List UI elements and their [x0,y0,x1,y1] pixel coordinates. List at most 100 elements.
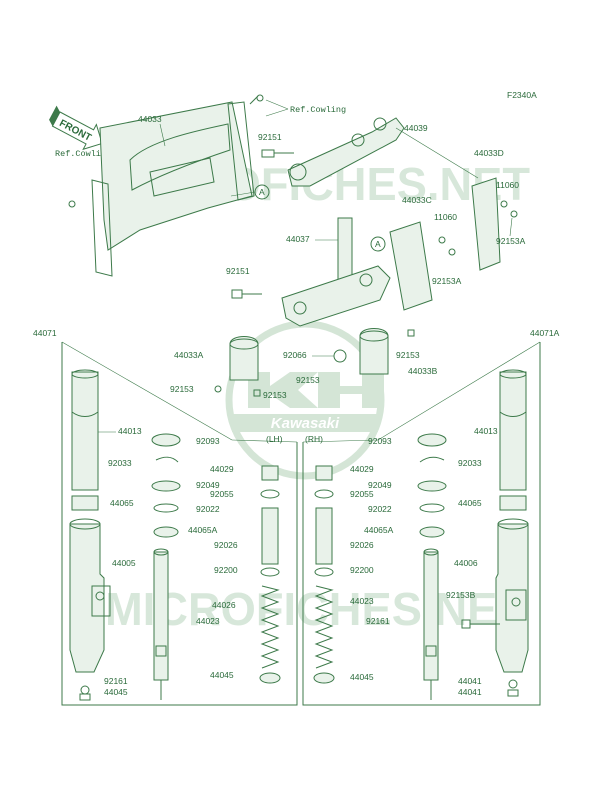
label-44033a: 44033A [174,350,204,360]
left-washer-92022 [153,503,179,513]
right-fork-outer-tube [495,518,529,673]
left-bushing-44065 [71,495,99,511]
label-44005: 44005 [112,558,136,568]
label-92153-mid: 92153 [263,390,287,400]
right-washer-92049 [417,480,447,492]
label-44026-left: 44026 [212,600,236,610]
left-spring-44026 [260,585,280,669]
label-44029-right: 44029 [350,464,374,474]
label-44041-right: 44041 [458,687,482,697]
callout-a-left: A [259,187,265,197]
label-92153b: 92153B [446,590,476,600]
left-fork-outer-tube [69,518,111,673]
label-44033d: 44033D [474,148,504,158]
left-bushing-44065a [153,526,179,538]
watermark-bottom: MICROFICHES.NET [105,583,525,635]
label-92033-left: 92033 [108,458,132,468]
left-spacer-92026 [261,507,279,565]
callout-a-right: A [375,239,381,249]
right-fork-inner-tube [499,369,527,491]
label-92153-left: 92153 [170,384,194,394]
label-44006: 44006 [454,558,478,568]
right-washer-92022 [419,503,445,513]
right-bushing-44065 [499,495,527,511]
label-44041-left: 44045 [104,687,128,697]
label-44065a-left: 44065A [188,525,218,535]
label-92022-left: 92022 [196,504,220,514]
label-44037: 44037 [286,234,310,244]
label-44023-right: 92161 [366,616,390,626]
label-44029-left: 44029 [210,464,234,474]
diagram-code: F2340A [507,90,537,100]
center-cowling-44033c [389,221,433,311]
ref-cowling-left-label: Ref.Cowling [55,149,111,159]
label-44013-left: 44013 [118,426,142,436]
label-92151-lower: 92151 [226,266,250,276]
ref-cowling-top-label: Ref.Cowling [290,105,346,115]
label-11060-upper: 11060 [496,180,519,190]
right-clip-92033 [419,456,445,463]
label-92153a-upper: 92153A [496,236,526,246]
fork-cover-44033a [229,336,259,381]
label-11060-lower: 11060 [434,212,457,222]
label-44065-left: 44065 [110,498,134,508]
label-92093-right: 92093 [368,436,392,446]
right-collar-92161 [313,672,335,684]
right-cap-44029 [315,465,333,481]
label-92049-right: 92049 [368,480,392,490]
label-92153a-lower: 92153A [432,276,462,286]
left-seal-92093 [151,433,181,447]
label-44045-right: 44041 [458,676,482,686]
label-44033b: 44033B [408,366,438,376]
right-cowling-44033d [471,177,501,271]
frame-left-assembly [61,342,298,706]
label-92200-right: 92200 [350,565,374,575]
label-92066: 92066 [283,350,307,360]
left-damper-rod-44023 [153,548,169,700]
label-92022-right: 92022 [368,504,392,514]
label-44065a-right: 44065A [364,525,394,535]
panel-rh-label: (RH) [305,434,323,444]
label-92161-left: 44045 [210,670,234,680]
right-spring-44026 [314,585,334,669]
label-44065-right: 44065 [458,498,482,508]
kawasaki-logo: Kawasaki [225,320,385,480]
label-92055-right: 92055 [350,489,374,499]
frame-right-assembly [302,342,541,706]
label-44071: 44071 [33,328,57,338]
right-damper-rod-44023 [423,548,439,700]
upper-bracket-44039 [287,117,479,187]
label-44033: 44033 [138,114,162,124]
left-fork-inner-tube [71,369,99,491]
left-washer-92200 [260,567,280,577]
label-92026-right: 92026 [350,540,374,550]
left-collar-92161 [259,672,281,684]
left-cap-44029 [261,465,279,481]
label-92200-left: 92200 [214,565,238,575]
label-92161-right: 44045 [350,672,374,682]
right-washer-92200 [314,567,334,577]
right-oring-92055 [314,489,334,499]
label-92026-left: 92026 [214,540,238,550]
label-92055-left: 92055 [210,489,234,499]
label-44023-left: 44023 [196,616,220,626]
label-44039: 44039 [404,123,428,133]
label-92153-center: 92153 [296,375,320,385]
label-92151-upper: 92151 [258,132,282,142]
left-oring-92055 [260,489,280,499]
inner-cowling-bracket-44033 [91,101,255,277]
brand-name: Kawasaki [271,415,340,432]
label-92049-left: 92049 [196,480,220,490]
label-92153-right-cap: 92153 [396,350,420,360]
right-seal-92093 [417,433,447,447]
fork-cover-44033b [359,328,389,375]
label-44013-right: 44013 [474,426,498,436]
right-spacer-92026 [315,507,333,565]
label-44033c: 44033C [402,195,432,205]
steering-stem-44037 [281,217,391,327]
left-washer-92049 [151,480,181,492]
label-92093-left: 92093 [196,436,220,446]
right-bushing-44065a [419,526,445,538]
panel-lh-label: (LH) [266,434,283,444]
